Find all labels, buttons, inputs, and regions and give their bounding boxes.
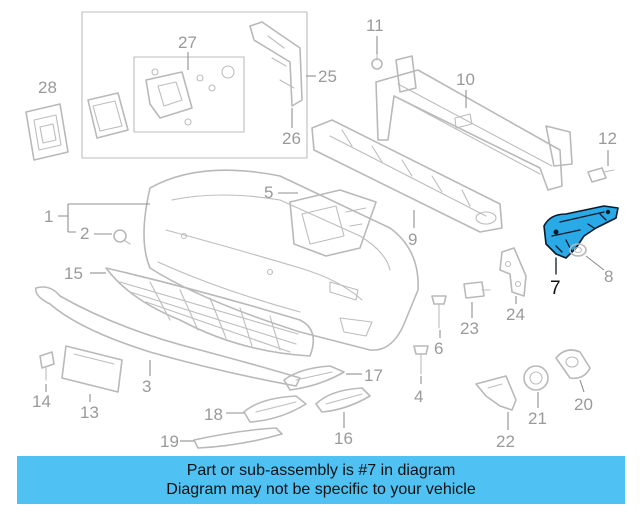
callout-20: 20 xyxy=(574,395,593,414)
callout-13: 13 xyxy=(80,403,99,422)
callout-3: 3 xyxy=(142,377,151,396)
part-6-drawing xyxy=(431,295,447,329)
callout-16: 16 xyxy=(334,429,353,448)
part-28-drawing xyxy=(25,103,69,161)
callout-4: 4 xyxy=(414,387,423,406)
callout-19: 19 xyxy=(160,432,179,451)
callout-5: 5 xyxy=(264,183,273,202)
part-19-drawing xyxy=(193,427,283,449)
callout-26: 26 xyxy=(282,129,301,148)
callout-7[interactable]: 7 xyxy=(550,278,561,299)
part-17-drawing xyxy=(283,365,345,391)
part-10-drawing xyxy=(375,55,573,191)
part-8-drawing xyxy=(569,243,587,257)
callout-1: 1 xyxy=(44,207,53,226)
callout-21: 21 xyxy=(528,409,547,428)
callout-12: 12 xyxy=(598,129,617,148)
part-3-drawing xyxy=(34,286,301,387)
part-9-drawing xyxy=(311,119,503,233)
part-22-drawing xyxy=(475,375,517,411)
callout-10: 10 xyxy=(456,70,475,89)
part-1-drawing xyxy=(143,169,419,351)
part-4-drawing xyxy=(413,345,429,375)
part-13-drawing xyxy=(61,345,123,393)
callout-23: 23 xyxy=(460,319,479,338)
callout-17: 17 xyxy=(364,366,383,385)
callout-25: 25 xyxy=(318,67,337,86)
part-20-drawing xyxy=(555,349,591,380)
part-14-drawing xyxy=(39,351,55,381)
callout-27: 27 xyxy=(178,33,197,52)
part-12-drawing xyxy=(587,167,615,183)
part-2-drawing xyxy=(113,229,131,245)
part-11-drawing xyxy=(371,51,383,70)
info-banner: Part or sub-assembly is #7 in diagram Di… xyxy=(17,456,625,504)
part-18-drawing xyxy=(243,395,307,423)
callout-15: 15 xyxy=(64,264,83,283)
banner-line-1: Part or sub-assembly is #7 in diagram xyxy=(186,462,456,479)
callout-14: 14 xyxy=(32,392,51,411)
part-21-drawing xyxy=(523,365,549,391)
part-16-drawing xyxy=(315,387,371,413)
callout-11: 11 xyxy=(366,16,384,35)
callout-8: 8 xyxy=(604,267,613,286)
callout-9: 9 xyxy=(408,230,417,249)
part-23-drawing xyxy=(463,281,491,299)
radar-assembly-box xyxy=(81,11,308,159)
part-7-highlighted[interactable] xyxy=(543,205,619,259)
callout-18: 18 xyxy=(204,405,223,424)
callout-28: 28 xyxy=(38,78,57,97)
parts-diagram: 28 27 25 26 11 10 xyxy=(25,11,619,451)
callout-2: 2 xyxy=(80,224,89,243)
callout-6: 6 xyxy=(434,339,443,358)
part-5-drawing xyxy=(289,189,377,257)
callout-22: 22 xyxy=(496,432,515,451)
part-15-drawing xyxy=(105,267,315,357)
part-24-drawing xyxy=(499,247,527,297)
banner-line-2: Diagram may not be specific to your vehi… xyxy=(166,481,476,498)
callout-24: 24 xyxy=(506,305,525,324)
